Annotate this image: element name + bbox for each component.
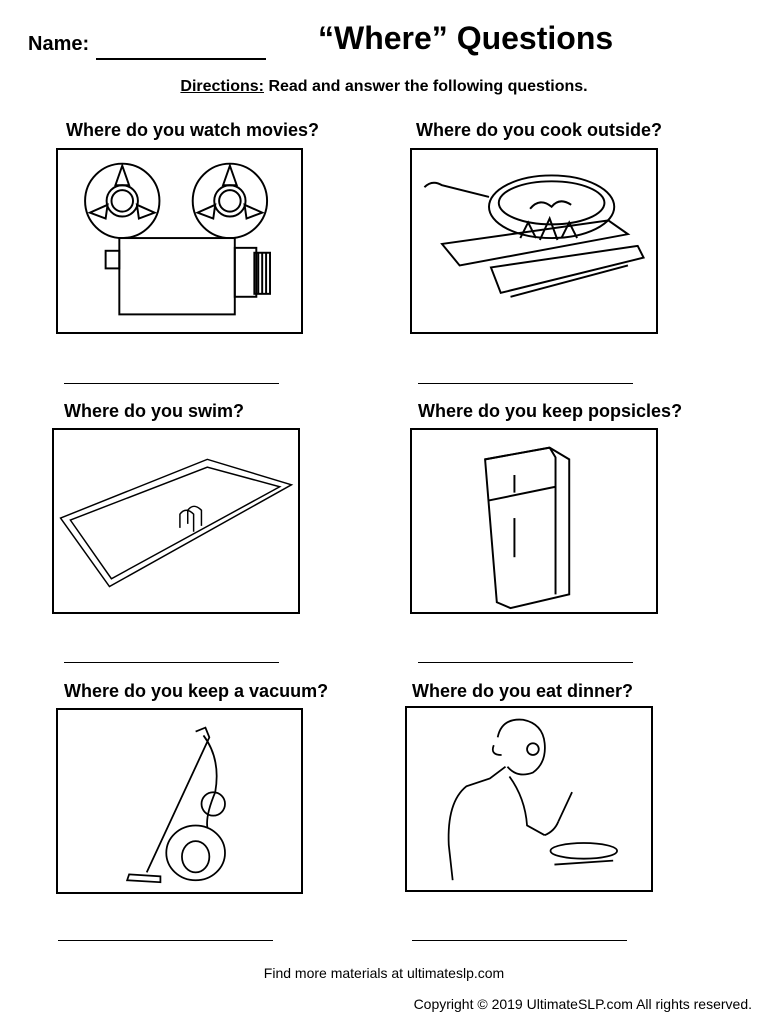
picture-frame-3: [52, 428, 300, 614]
answer-line-5[interactable]: [58, 940, 273, 941]
vacuum-cleaner-icon: [125, 726, 226, 884]
movie-projector-icon: [84, 162, 271, 316]
copyright-notice: Copyright © 2019 UltimateSLP.com All rig…: [413, 996, 752, 1012]
answer-line-6[interactable]: [412, 940, 627, 941]
answer-line-2[interactable]: [418, 383, 633, 384]
directions-label: Directions:: [180, 78, 264, 95]
campfire-pan-icon: [423, 174, 646, 298]
picture-frame-2: [410, 148, 658, 334]
directions-text: Read and answer the following questions.: [268, 78, 588, 95]
question-5: Where do you keep a vacuum?: [64, 681, 329, 701]
answer-line-1[interactable]: [64, 383, 279, 384]
name-answer-line[interactable]: [96, 58, 266, 60]
question-2: Where do you cook outside?: [416, 120, 663, 140]
answer-line-3[interactable]: [64, 662, 279, 663]
question-6: Where do you eat dinner?: [412, 681, 634, 701]
picture-frame-5: [56, 708, 303, 894]
refrigerator-icon: [484, 446, 571, 610]
question-3: Where do you swim?: [64, 401, 245, 421]
swimming-pool-icon: [59, 458, 294, 588]
answer-line-4[interactable]: [418, 662, 633, 663]
name-label: Name:: [28, 33, 90, 55]
picture-frame-1: [56, 148, 303, 334]
question-4: Where do you keep popsicles?: [418, 401, 683, 421]
man-eating-dinner-icon: [447, 718, 618, 881]
footer-more-materials: Find more materials at ultimateslp.com: [263, 965, 505, 981]
question-1: Where do you watch movies?: [66, 120, 320, 140]
page-title: “Where” Questions: [318, 20, 614, 56]
picture-frame-4: [410, 428, 658, 614]
directions: Directions: Read and answer the followin…: [0, 78, 768, 96]
picture-frame-6: [405, 706, 653, 892]
